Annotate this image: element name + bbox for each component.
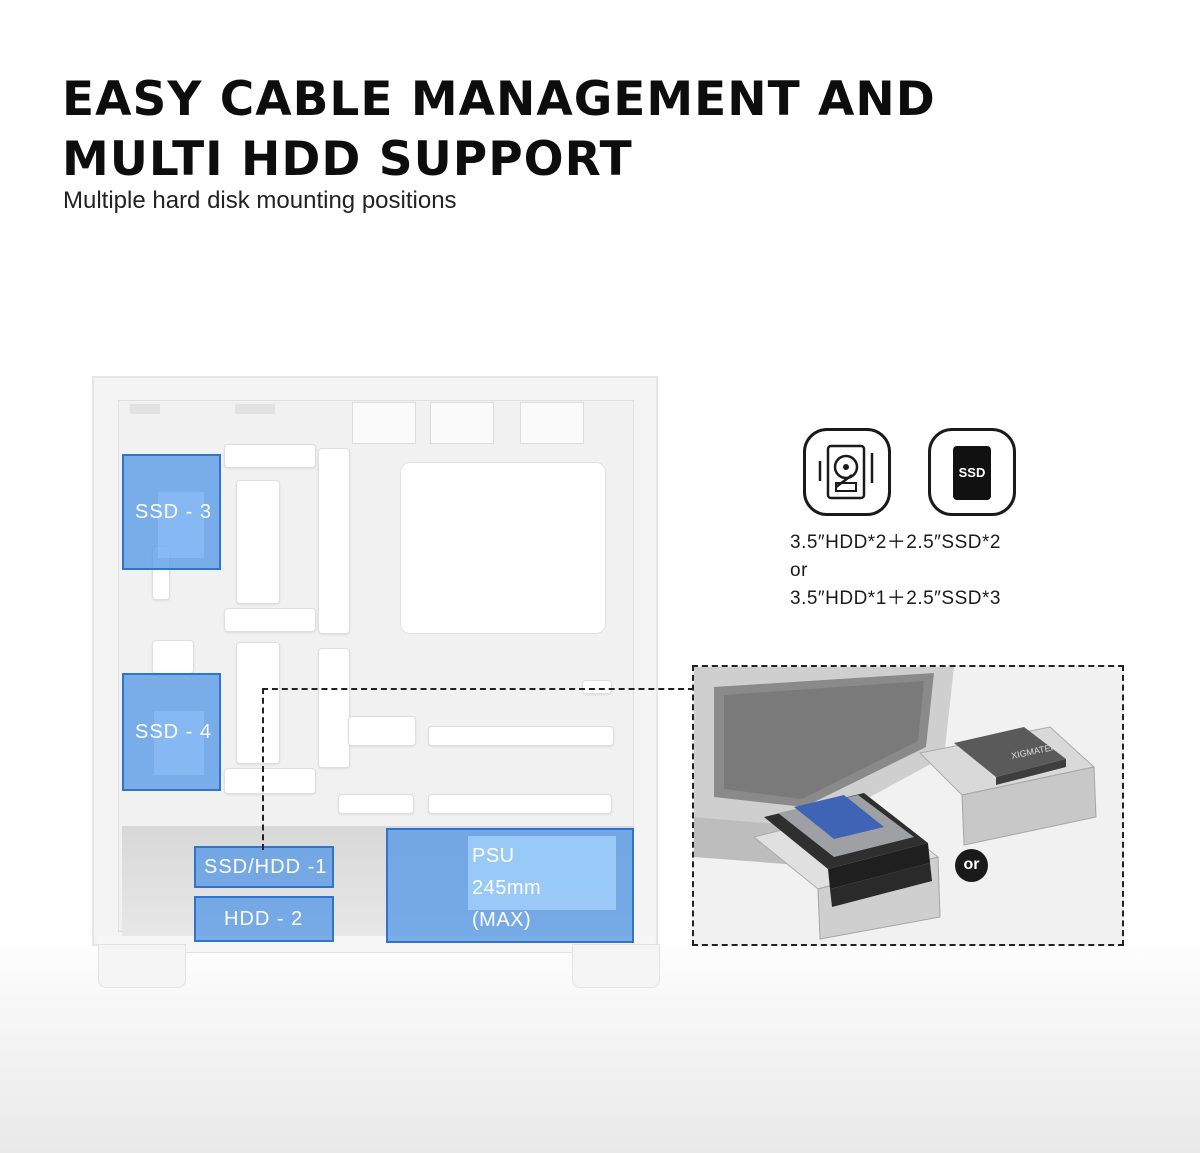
page-title-line-2: MULTI HDD SUPPORT: [62, 132, 633, 187]
ssd-icon-text: SSD: [953, 446, 991, 500]
top-vent-slot: [430, 402, 494, 444]
cable-grommet: [224, 768, 316, 794]
ssd-icon: SSD: [928, 428, 1016, 516]
spec-line-3: 3.5″HDD*1＋2.5″SSD*3: [790, 588, 1001, 609]
page-title: EASY CABLE MANAGEMENT AND MULTI HDD SUPP…: [62, 70, 936, 190]
psu-label-line-2: 245mm: [472, 877, 542, 899]
hdd-2-label: HDD - 2: [224, 908, 304, 930]
ssd-3-zone: SSD - 3: [122, 454, 221, 570]
psu-label: PSU 245mm (MAX): [472, 840, 541, 936]
psu-zone-highlight: [468, 836, 616, 910]
ssd-hdd-1-zone: SSD/HDD -1: [194, 846, 334, 888]
case-foot-right: [572, 944, 660, 988]
ssd-4-zone: SSD - 4: [122, 673, 221, 791]
drive-cage-callout: XIGMATEK: [692, 665, 1124, 946]
cable-grommet: [236, 480, 280, 604]
cable-grommet: [236, 642, 280, 764]
callout-connector-vertical: [262, 688, 264, 850]
ssd-4-zone-highlight: [154, 711, 204, 775]
top-vent-slot: [520, 402, 584, 444]
drive-config-specs: 3.5″HDD*2＋2.5″SSD*2 or 3.5″HDD*1＋2.5″SSD…: [790, 529, 1001, 613]
cable-grommet: [224, 444, 316, 468]
page-subtitle: Multiple hard disk mounting positions: [63, 187, 457, 214]
psu-label-line-3: (MAX): [472, 909, 532, 931]
psu-label-line-1: PSU: [472, 845, 515, 867]
ssd-3-label: SSD - 3: [135, 501, 213, 523]
cable-grommet: [348, 716, 416, 746]
expansion-slot: [428, 726, 614, 746]
top-bracket: [130, 404, 160, 414]
hdd-icon-graphic: [818, 444, 874, 500]
cable-grommet: [318, 648, 350, 768]
or-badge: or: [955, 849, 988, 882]
page-title-line-1: EASY CABLE MANAGEMENT AND: [62, 72, 936, 127]
cable-grommet: [582, 680, 612, 694]
cable-grommet: [224, 608, 316, 632]
cable-grommet: [152, 640, 194, 674]
cpu-cutout: [400, 462, 606, 634]
ssd-3-zone-highlight: [158, 492, 204, 558]
ssd-hdd-1-label: SSD/HDD -1: [204, 856, 328, 878]
spec-line-1: 3.5″HDD*2＋2.5″SSD*2: [790, 532, 1001, 553]
cable-grommet: [318, 448, 350, 634]
expansion-slot: [428, 794, 612, 814]
top-vent-slot: [352, 402, 416, 444]
drive-cage-illustration: XIGMATEK: [694, 667, 1097, 940]
hdd-icon: [803, 428, 891, 516]
ssd-4-label: SSD - 4: [135, 721, 213, 743]
psu-zone: PSU 245mm (MAX): [386, 828, 634, 943]
top-bracket: [235, 404, 275, 414]
hdd-2-zone: HDD - 2: [194, 896, 334, 942]
spec-line-2: or: [790, 560, 808, 581]
case-foot-left: [98, 944, 186, 988]
expansion-slot: [338, 794, 414, 814]
callout-connector-horizontal: [262, 688, 694, 690]
